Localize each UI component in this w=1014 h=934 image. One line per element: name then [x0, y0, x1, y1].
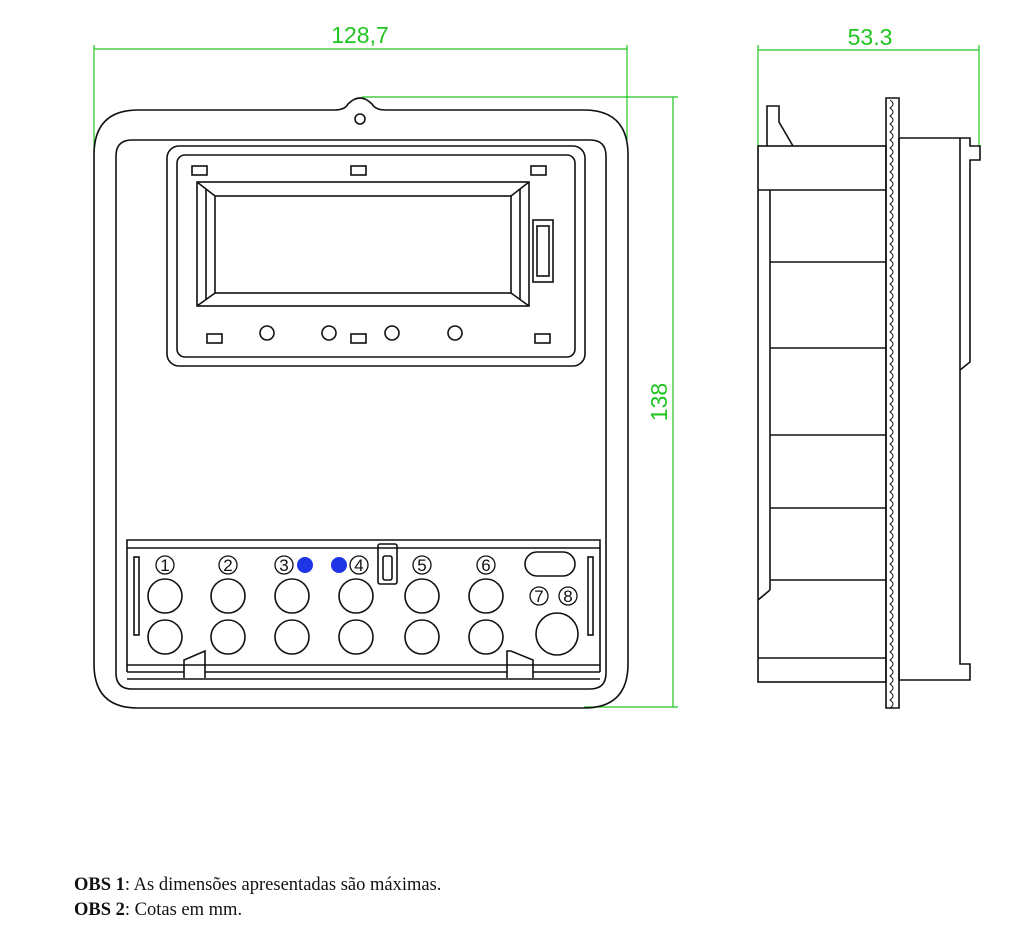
terminal-number-2: 2: [223, 556, 232, 575]
clip-bottom-left: [206, 333, 223, 344]
front-dimensions: [93, 45, 678, 708]
display-cover-outer: [166, 145, 586, 367]
led-hole: [447, 325, 463, 341]
terminal-number-5: 5: [417, 556, 426, 575]
note-2-text: : Cotas em mm.: [124, 900, 243, 920]
led-hole: [259, 325, 275, 341]
serration-wave: [889, 99, 894, 709]
side-body: [757, 145, 887, 683]
note-2: OBS 2: Cotas em mm.: [74, 898, 441, 923]
terminal-number-7: 7: [534, 587, 543, 606]
blue-marker: [297, 557, 313, 573]
terminal-holes: [147, 578, 579, 656]
terminal-block: [126, 539, 601, 680]
optical-port: [532, 219, 554, 283]
clip-top-center: [350, 165, 367, 176]
clip-bottom-center: [350, 333, 367, 344]
front-view: [93, 97, 629, 709]
display-cover-inner: [176, 154, 576, 358]
terminal-number-1: 1: [160, 556, 169, 575]
side-dimensions: [757, 45, 980, 160]
technical-drawing: 128,7 138: [93, 22, 981, 709]
note-1: OBS 1: As dimensões apresentadas são máx…: [74, 873, 441, 898]
gasket-serration: [889, 99, 894, 709]
clip-bottom-right: [534, 333, 551, 344]
width-dimension-label: 128,7: [331, 22, 389, 48]
note-1-label: OBS 1: [74, 875, 125, 895]
terminal-number-4: 4: [354, 556, 363, 575]
depth-dimension-label: 53.3: [848, 24, 893, 50]
height-dimension-label: 138: [646, 383, 672, 421]
blue-marker: [331, 557, 347, 573]
serrated-edge: [885, 97, 900, 709]
note-2-label: OBS 2: [74, 900, 125, 920]
terminal-number-3: 3: [279, 556, 288, 575]
clip-top-left: [191, 165, 208, 176]
housing-inner-border: [115, 139, 607, 690]
housing-outline: [93, 97, 629, 709]
lcd-window: [196, 181, 530, 307]
led-hole: [321, 325, 337, 341]
terminal-number-8: 8: [563, 587, 572, 606]
clip-top-right: [530, 165, 547, 176]
mounting-hole: [354, 113, 366, 125]
terminal-numbers: [155, 555, 578, 606]
side-view: [757, 97, 981, 709]
note-1-text: : As dimensões apresentadas são máximas.: [124, 875, 442, 895]
led-hole: [384, 325, 400, 341]
terminal-number-6: 6: [481, 556, 490, 575]
notes: OBS 1: As dimensões apresentadas são máx…: [74, 873, 441, 923]
